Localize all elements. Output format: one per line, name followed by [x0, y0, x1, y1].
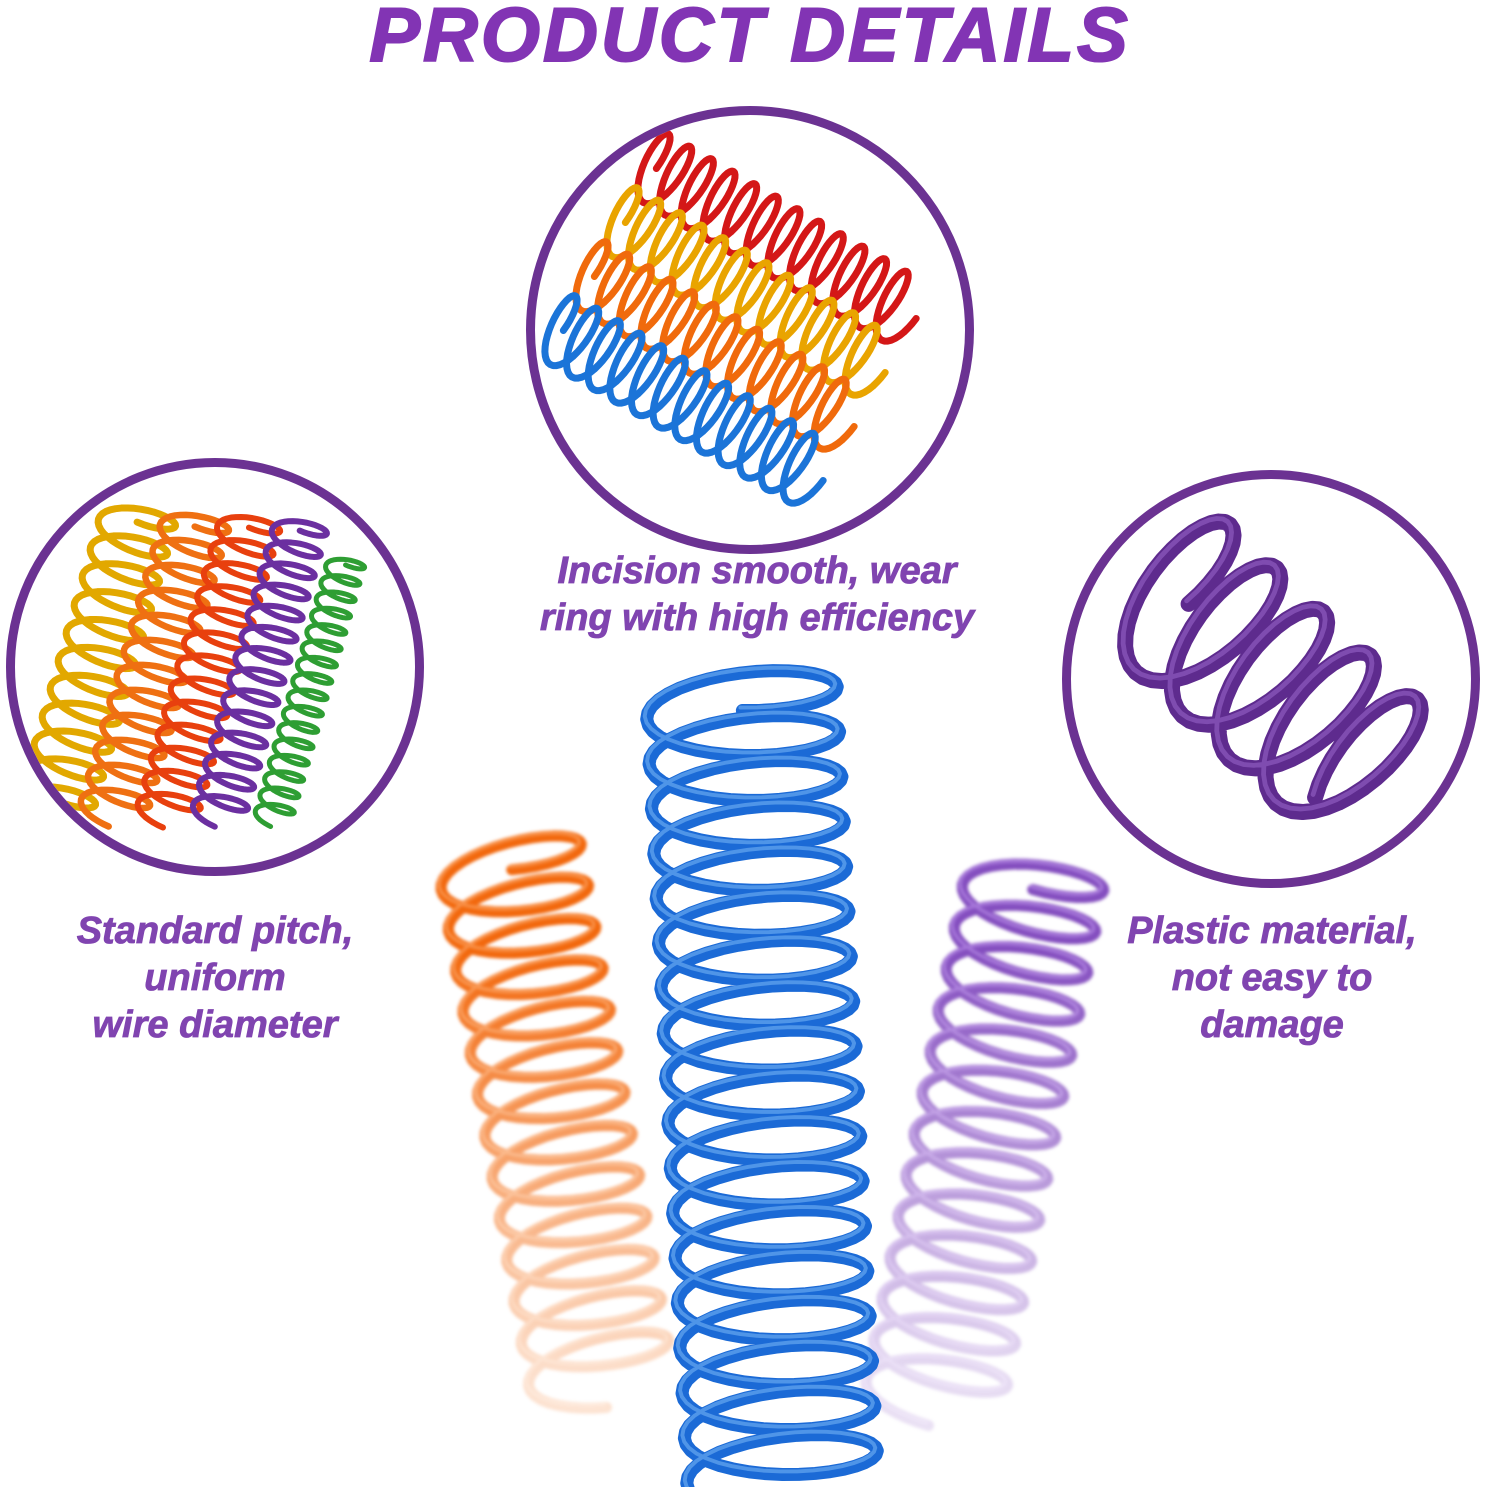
blue-coil [541, 292, 827, 507]
orange-coil [77, 511, 233, 830]
orange-coil [572, 238, 858, 453]
orange-spiral-coil [437, 831, 669, 1407]
caption-incision-smooth: Incision smooth, wear ring with high eff… [432, 548, 1082, 642]
caption-line: wire diameter [92, 1004, 338, 1047]
caption-line: not easy to [1171, 957, 1373, 1000]
page-title: PRODUCT DETAILS [368, 0, 1131, 78]
multicolor-coils-closeup-image [541, 130, 920, 507]
blue-spiral-coil [642, 665, 878, 1487]
caption-line: damage [1200, 1004, 1344, 1047]
purple-closeup-coil [1120, 516, 1422, 812]
purple-coil-closeup-image [1117, 513, 1429, 821]
caption-standard-pitch: Standard pitch, uniform wire diameter [10, 908, 420, 1049]
feature-circle-material [1062, 470, 1480, 888]
caption-line: Incision smooth, wear [557, 550, 957, 593]
caption-line: Standard pitch, [76, 910, 354, 953]
yellow-coil [603, 184, 889, 399]
caption-line: uniform [144, 957, 286, 1000]
caption-line: Plastic material, [1127, 910, 1417, 953]
caption-line: ring with high efficiency [539, 597, 975, 640]
blue-spiral-coil [640, 664, 884, 1487]
yellow-coil [15, 504, 180, 833]
feature-circle-pitch [6, 458, 424, 876]
feature-circle-incision [526, 106, 974, 554]
red-coil [634, 130, 920, 345]
caption-plastic-material: Plastic material, not easy to damage [1062, 908, 1482, 1049]
orange-spiral-coil [435, 830, 675, 1414]
green-coil [252, 556, 368, 829]
purple-coil [189, 518, 330, 830]
assorted-coils-image [15, 504, 368, 833]
